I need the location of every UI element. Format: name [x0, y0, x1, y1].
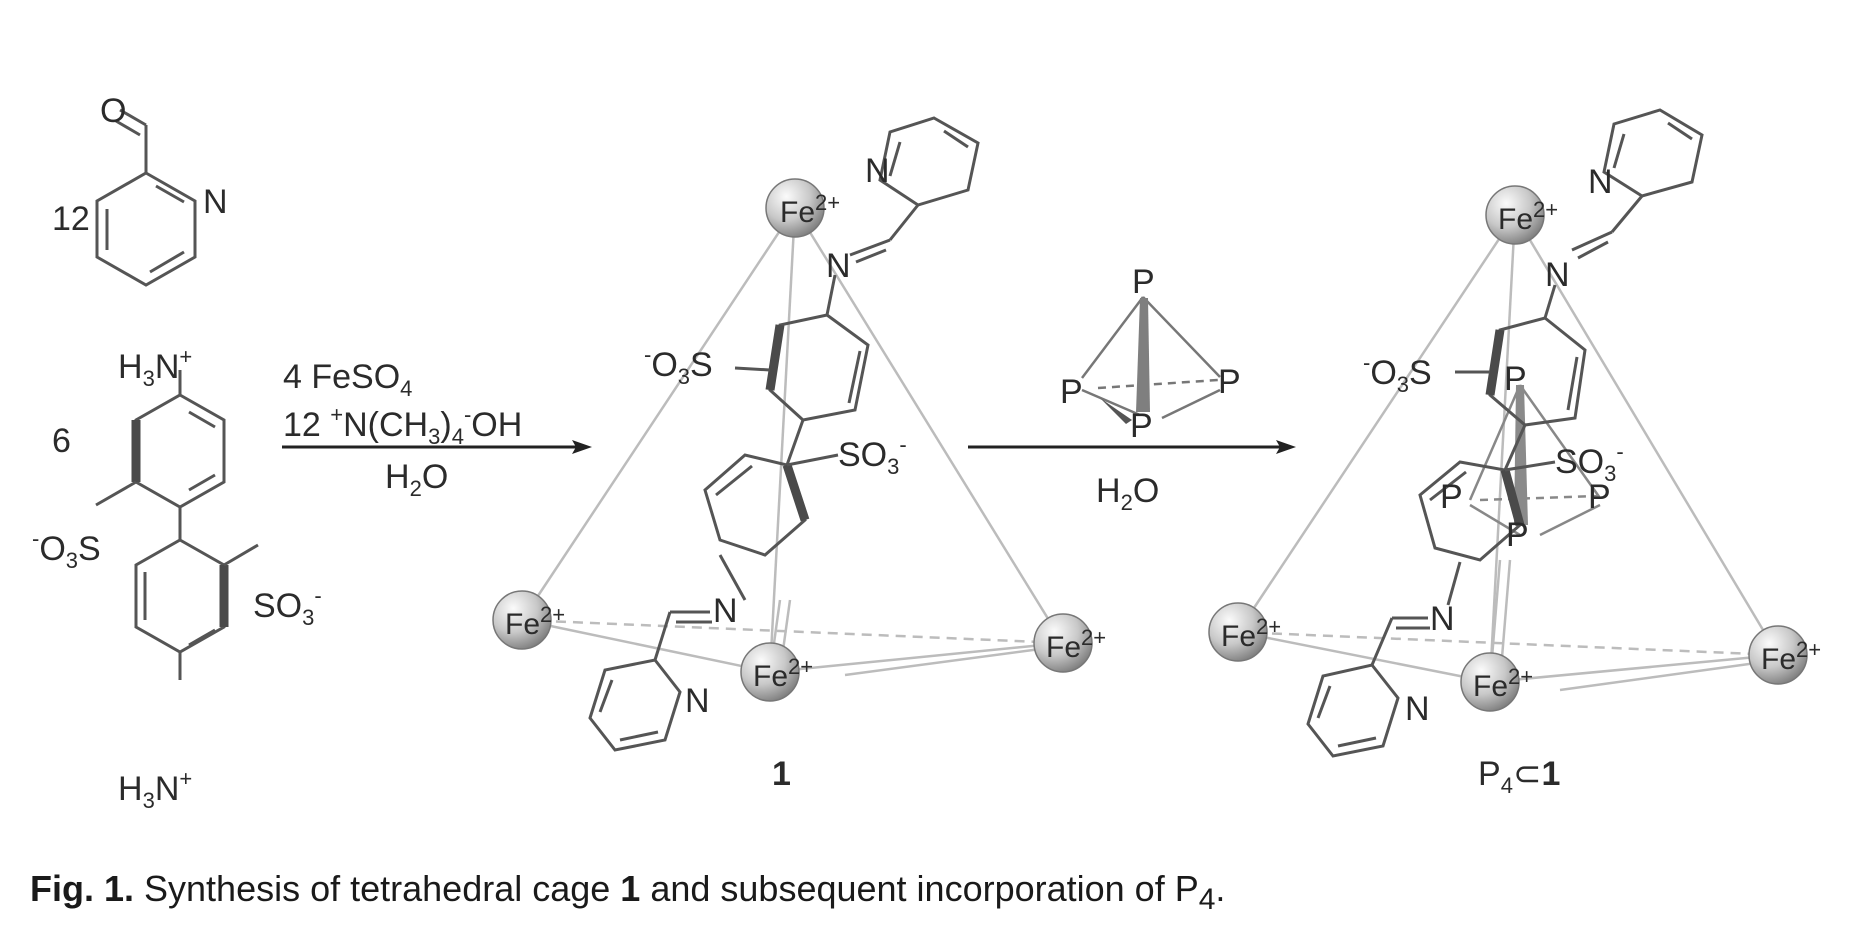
cage1-imine-n-label: N [826, 247, 851, 285]
amine-top-label: H3N+ [118, 344, 192, 391]
cage1-imine-n-lower-label: N [713, 592, 738, 630]
hg-pyridine-n-lower-label: N [1405, 690, 1430, 728]
reaction-arrow-2 [968, 440, 1296, 454]
aldehyde-pyridine-n-label: N [203, 183, 228, 221]
p4-bottom-label: P [1130, 407, 1153, 445]
caption-text-after: and subsequent incorporation of P [640, 868, 1199, 909]
cage1-fe-top-label: Fe2+ [780, 190, 840, 229]
caption-fig-label: Fig. 1. [30, 868, 135, 909]
cage1-fe-right-label: Fe2+ [1046, 625, 1106, 664]
hg-imine-n-lower-label: N [1430, 600, 1455, 638]
benzidine-disulfonate-molecule [95, 370, 259, 680]
hg-p-top-label: P [1504, 360, 1527, 398]
aldehyde-stoichiometry: 12 [52, 200, 90, 238]
diamine-stoichiometry: 6 [52, 422, 71, 460]
hg-fe-front-label: Fe2+ [1473, 664, 1533, 703]
hg-sulfonate-left-label: -O3S [1363, 350, 1432, 397]
sulfonate-left-label: -O3S [32, 526, 101, 573]
host-guest-label: P4⊂1 [1478, 755, 1560, 798]
hg-pyridine-n-label: N [1588, 163, 1613, 201]
hg-fe-left-label: Fe2+ [1221, 614, 1281, 653]
caption-subscript: 4 [1198, 883, 1216, 917]
figure-caption: Fig. 1. Synthesis of tetrahedral cage 1 … [30, 868, 1225, 917]
hg-fe-top-label: Fe2+ [1498, 197, 1558, 236]
caption-text-before: Synthesis of tetrahedral cage [134, 868, 621, 909]
caption-compound: 1 [620, 868, 641, 909]
cage-1-label: 1 [772, 755, 791, 793]
aldehyde-oxygen-label: O [100, 92, 126, 130]
cage1-pyridine-n-label: N [865, 152, 890, 190]
hg-p-bottom-label: P [1506, 516, 1529, 554]
condition-water-2: H2O [1096, 472, 1159, 515]
p4-tetrahedron [1081, 296, 1221, 424]
cage1-sulfonate-left-label: -O3S [644, 342, 713, 389]
sulfonate-right-label: SO3- [253, 583, 322, 630]
caption-end: . [1215, 868, 1226, 909]
cage1-fe-left-label: Fe2+ [505, 602, 565, 641]
pyridine-aldehyde-molecule [95, 108, 197, 287]
host-guest-structure [1208, 108, 1808, 758]
cage-1-structure [492, 116, 1093, 752]
hg-fe-right-label: Fe2+ [1761, 637, 1821, 676]
cage1-sulfonate-right-label: SO3- [838, 432, 907, 479]
condition-water-1: H2O [385, 458, 448, 501]
cage1-fe-front-label: Fe2+ [753, 654, 813, 693]
p4-top-label: P [1132, 263, 1155, 301]
hg-p-left-label: P [1440, 478, 1463, 516]
amine-bottom-label: H3N+ [118, 766, 192, 813]
hg-sulfonate-right-label: SO3- [1555, 439, 1624, 486]
hg-p-right-label: P [1588, 478, 1611, 516]
hg-imine-n-label: N [1545, 256, 1570, 294]
condition-feso4: 4 FeSO4 [283, 358, 412, 401]
p4-right-label: P [1218, 363, 1241, 401]
reaction-arrow-1 [282, 440, 592, 454]
p4-left-label: P [1060, 373, 1083, 411]
condition-base: 12 +N(CH3)4-OH [283, 402, 522, 449]
cage1-pyridine-n-lower-label: N [685, 682, 710, 720]
